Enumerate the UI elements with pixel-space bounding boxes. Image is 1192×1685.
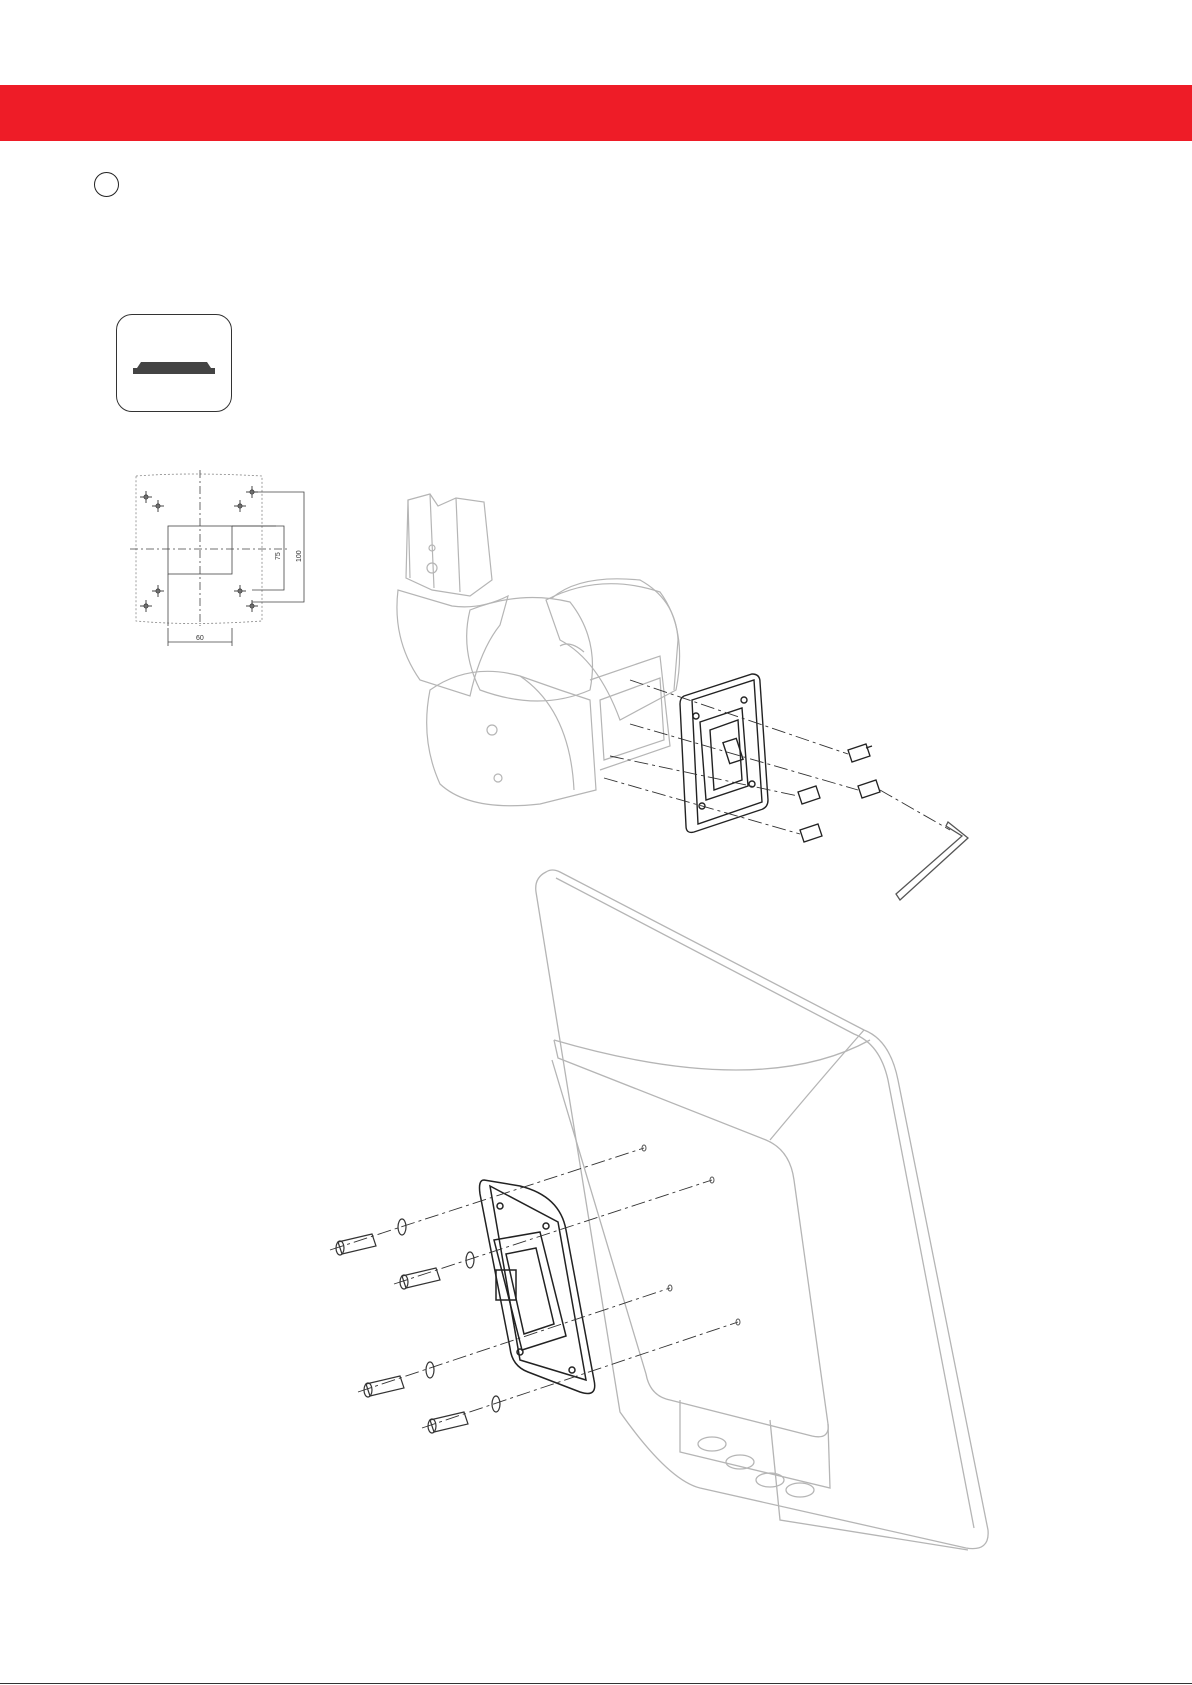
socket-head-screw: [798, 744, 880, 842]
allen-key: [896, 822, 968, 900]
washer: [398, 1219, 500, 1412]
swivel-arm: [397, 494, 680, 806]
footer-rule: [0, 1683, 1192, 1684]
mounting-adapter-plate: [680, 674, 768, 832]
display-housing: [536, 870, 988, 1550]
vesa-adapter-plate: [480, 1180, 595, 1394]
socket-head-screw: [336, 1234, 468, 1433]
